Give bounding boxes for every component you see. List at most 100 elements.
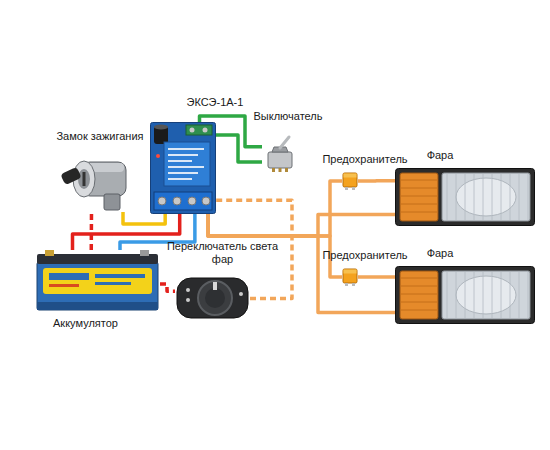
headlight-part bbox=[456, 272, 457, 318]
light-switch-part bbox=[213, 282, 217, 290]
toggle-switch: Выключатель bbox=[262, 136, 298, 172]
headlight-part bbox=[510, 174, 511, 220]
component-label: Предохранитель bbox=[322, 249, 407, 262]
light-switch-part bbox=[186, 288, 190, 292]
headlight: Фара bbox=[395, 266, 535, 324]
headlight-drawing bbox=[395, 266, 535, 324]
headlight-part bbox=[492, 174, 493, 220]
wire bbox=[208, 181, 342, 236]
battery-part bbox=[95, 274, 145, 278]
wire bbox=[160, 284, 175, 291]
headlight-part bbox=[442, 173, 530, 221]
headlight-part bbox=[528, 174, 529, 220]
headlight-part bbox=[456, 174, 457, 220]
light-switch-part bbox=[205, 288, 225, 308]
headlight-part bbox=[401, 196, 437, 197]
component-label: Замок зажигания bbox=[56, 130, 143, 143]
fuse-part bbox=[352, 187, 355, 190]
relay-module-part bbox=[168, 160, 192, 162]
fuse-part bbox=[344, 174, 357, 178]
fuse-part bbox=[345, 283, 348, 286]
battery-part bbox=[37, 254, 158, 264]
component-label: Предохранитель bbox=[322, 153, 407, 166]
headlight-part bbox=[401, 188, 437, 189]
relay-module-drawing bbox=[150, 122, 216, 214]
headlight-part bbox=[501, 272, 502, 318]
headlight-part bbox=[401, 212, 437, 213]
headlight-part bbox=[401, 294, 437, 295]
toggle-switch-part bbox=[268, 152, 292, 168]
headlight-part bbox=[401, 278, 437, 279]
headlight-part bbox=[401, 310, 437, 311]
component-label: Фара bbox=[427, 149, 454, 162]
fuse-part bbox=[352, 283, 355, 286]
headlight-part bbox=[483, 272, 484, 318]
headlight-part bbox=[447, 174, 448, 220]
relay-module-part bbox=[168, 178, 192, 180]
light-switch-part bbox=[186, 298, 190, 302]
relay-module-part bbox=[168, 166, 204, 168]
light-switch-drawing bbox=[175, 272, 250, 320]
toggle-switch-part bbox=[272, 168, 275, 172]
light-switch-part bbox=[177, 278, 248, 318]
relay-module-part bbox=[154, 192, 212, 210]
wire bbox=[90, 212, 94, 250]
headlight-part bbox=[492, 272, 493, 318]
headlight-part bbox=[474, 272, 475, 318]
component-label: Выключатель bbox=[253, 110, 322, 123]
ignition-lock-part bbox=[60, 167, 81, 185]
toggle-switch-part bbox=[280, 137, 289, 148]
battery-part bbox=[43, 268, 152, 294]
wire bbox=[358, 179, 395, 183]
headlight: Фара bbox=[395, 168, 535, 226]
relay-module-part bbox=[203, 128, 208, 133]
relay-module-part bbox=[168, 148, 204, 150]
headlight-part bbox=[396, 267, 535, 324]
headlight-part bbox=[401, 302, 437, 303]
battery-part bbox=[37, 302, 158, 310]
battery: Аккумулятор bbox=[35, 250, 160, 312]
toggle-switch-part bbox=[285, 168, 288, 172]
ignition-lock: Замок зажигания bbox=[60, 150, 130, 212]
light-switch-part bbox=[198, 281, 232, 315]
headlight-part bbox=[396, 169, 535, 226]
battery-part bbox=[49, 273, 89, 280]
relay-module-part bbox=[173, 197, 181, 205]
battery-part bbox=[95, 282, 131, 285]
battery-drawing bbox=[35, 250, 160, 312]
ignition-lock-drawing bbox=[60, 150, 130, 212]
toggle-switch-drawing bbox=[262, 136, 298, 172]
headlight-part bbox=[465, 272, 466, 318]
battery-part bbox=[49, 284, 79, 287]
relay-module-part bbox=[168, 154, 198, 156]
headlight-part bbox=[474, 174, 475, 220]
light-switch-part bbox=[239, 292, 243, 296]
relay-module-part bbox=[156, 154, 160, 158]
fuse-part bbox=[343, 173, 357, 187]
battery-part bbox=[37, 262, 158, 310]
component-label: Переключатель света фар bbox=[158, 240, 288, 266]
fuse-part bbox=[344, 270, 357, 274]
wire bbox=[208, 214, 395, 236]
fuse-part bbox=[343, 269, 357, 283]
relay-module-part bbox=[168, 172, 198, 174]
headlight-part bbox=[528, 272, 529, 318]
headlight-part bbox=[442, 271, 530, 319]
relay-module-part bbox=[158, 197, 166, 205]
fuse-drawing bbox=[342, 268, 358, 286]
headlight-part bbox=[447, 272, 448, 318]
component-label: Фара bbox=[427, 247, 454, 260]
headlight-part bbox=[510, 272, 511, 318]
relay-module-part bbox=[188, 197, 196, 205]
headlight-part bbox=[400, 173, 438, 221]
relay-module-part bbox=[154, 125, 168, 130]
headlight-part bbox=[401, 286, 437, 287]
ignition-lock-part bbox=[83, 172, 86, 186]
relay-module-part bbox=[202, 197, 210, 205]
ignition-lock-part bbox=[104, 194, 120, 210]
headlight-part bbox=[400, 271, 438, 319]
component-label: ЭКСЭ-1А-1 bbox=[187, 96, 244, 109]
headlight-part bbox=[465, 174, 466, 220]
headlight-part bbox=[401, 180, 437, 181]
